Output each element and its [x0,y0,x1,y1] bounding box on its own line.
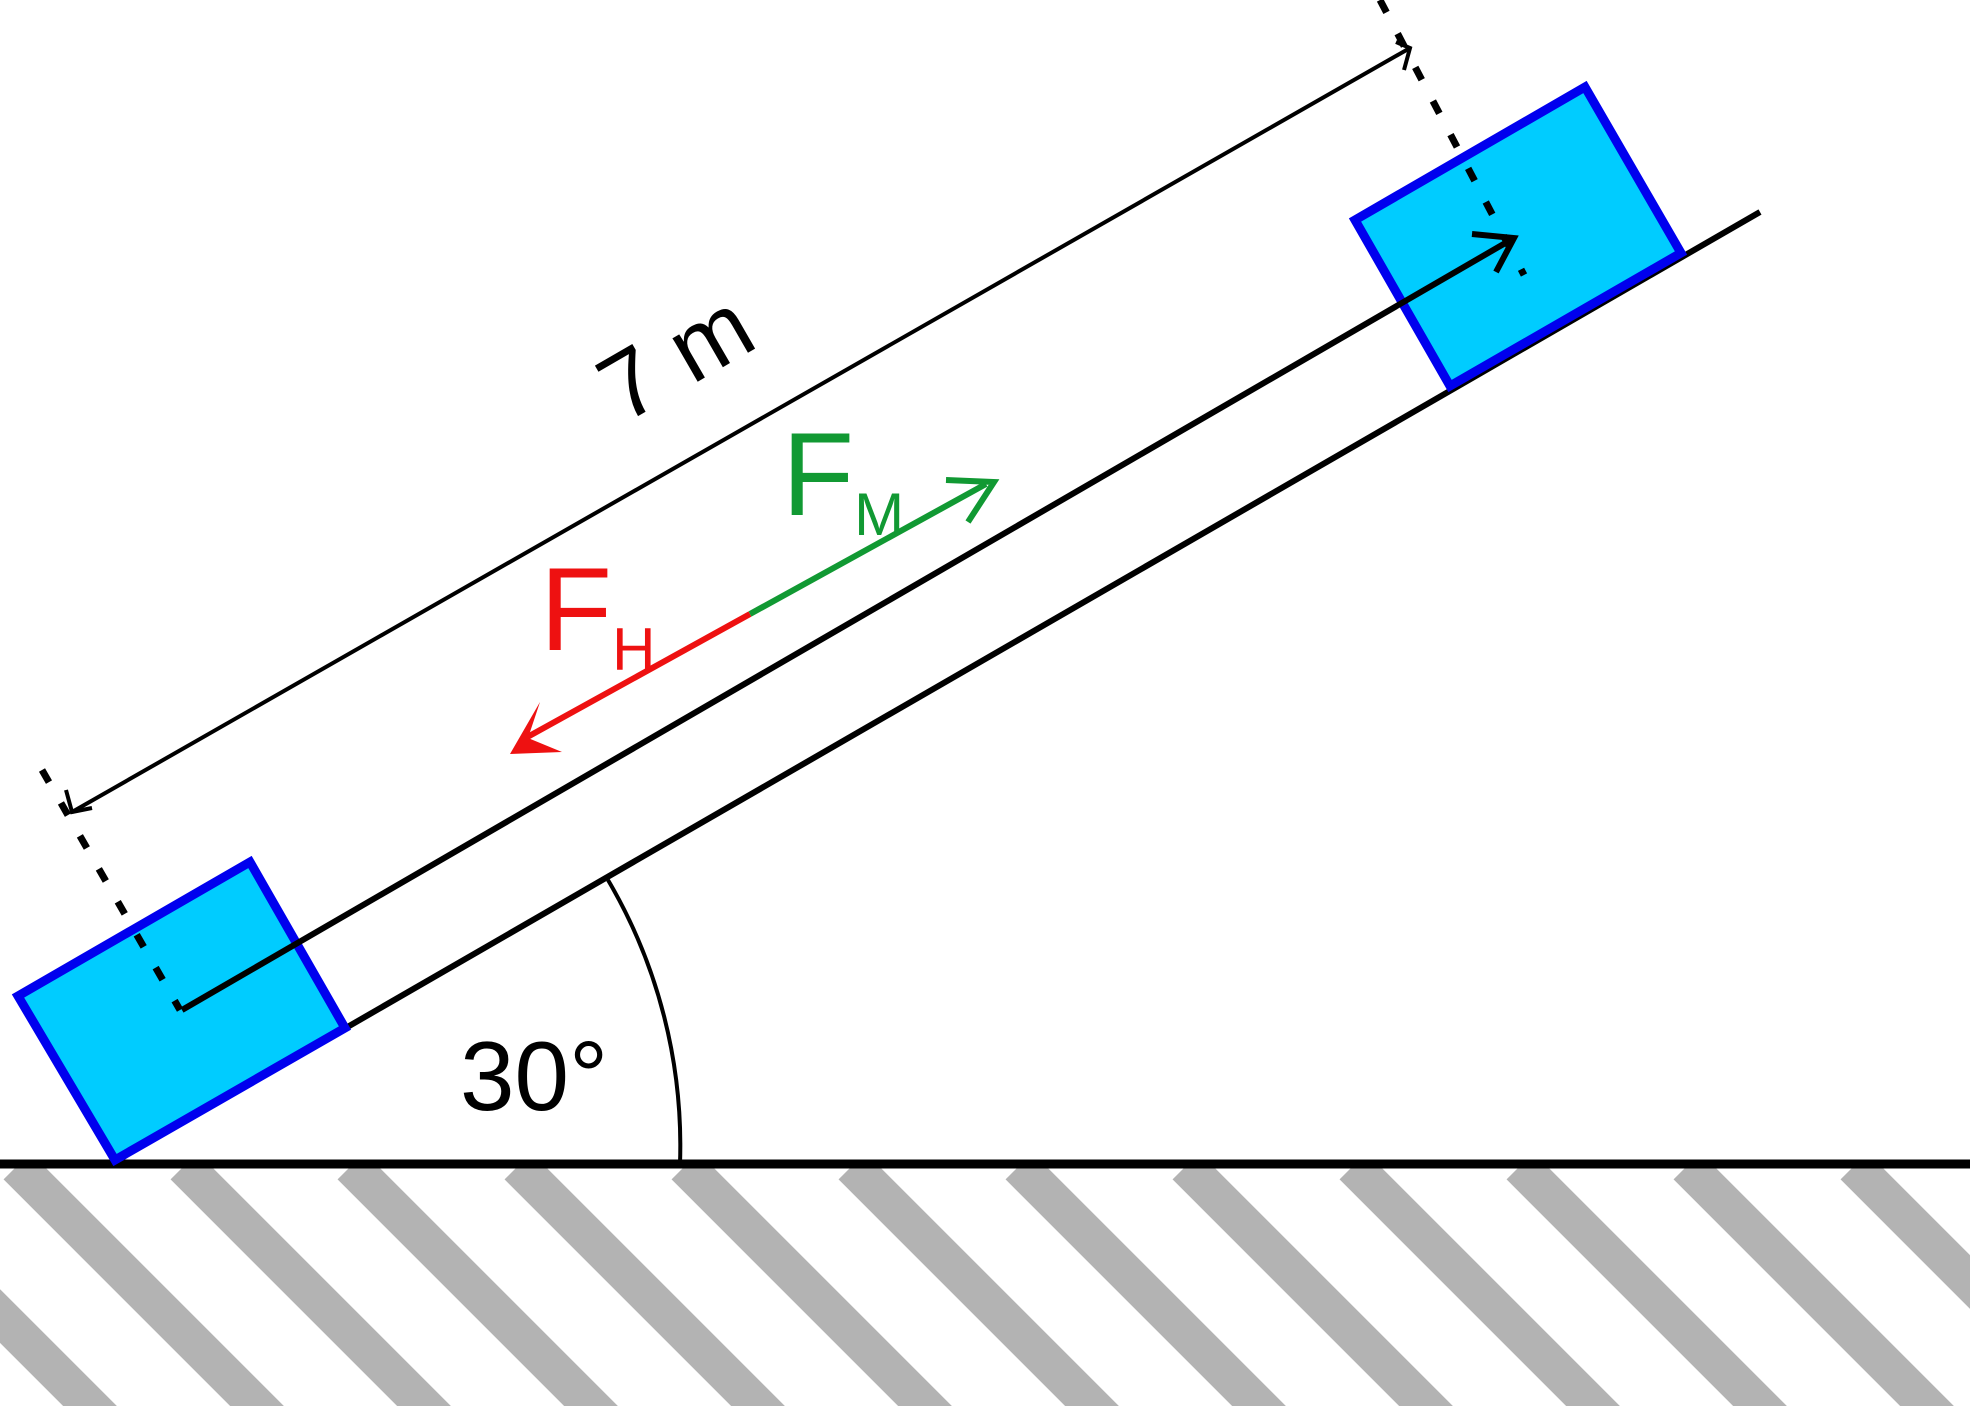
friction-force-arrow [510,611,752,754]
motive-force-symbol: F [782,409,854,541]
friction-force-symbol: F [540,544,612,676]
distance-label: 7 m [581,272,771,443]
ground-hatching [0,1166,1970,1406]
angle-label: 30° [460,1021,608,1131]
distance-dimension [64,40,1413,815]
friction-force-subscript: H [612,616,655,683]
angle-arc [606,878,683,1165]
motive-force-arrow [748,477,1000,617]
friction-force-label: FH [540,544,655,683]
displacement-arrow [180,231,1519,1013]
motive-force-label: FM [782,409,904,548]
block-start [11,855,352,1167]
motive-force-subscript: M [854,481,904,548]
